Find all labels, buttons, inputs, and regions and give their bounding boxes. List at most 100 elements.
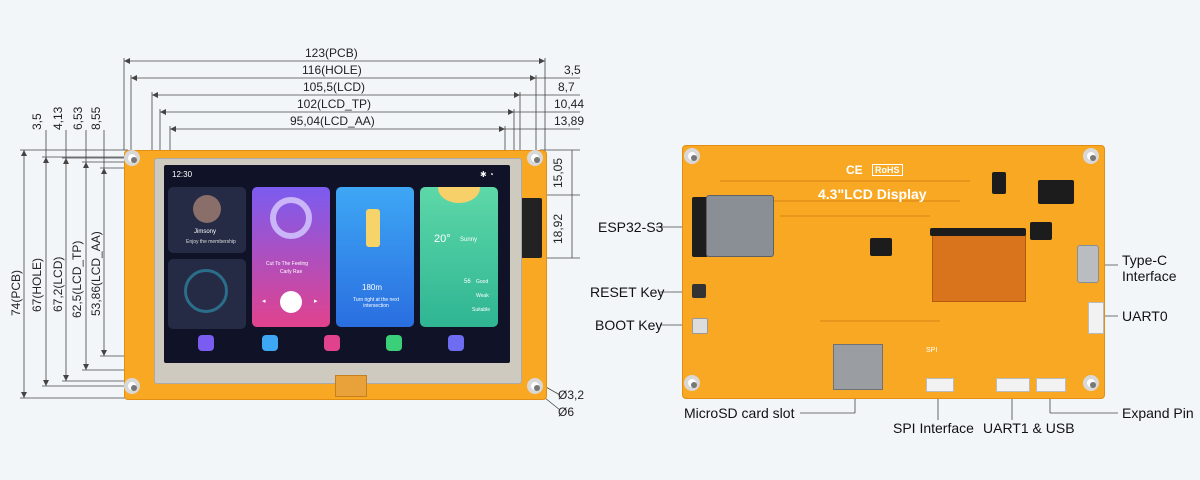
callout-expand: Expand Pin <box>1122 405 1194 421</box>
air-quality: Good <box>476 279 489 285</box>
ic-small <box>870 238 892 256</box>
callout-microsd: MicroSD card slot <box>684 405 795 421</box>
ce-mark: CE <box>846 163 863 177</box>
song-title: Cut To The Feeling <box>266 261 309 267</box>
prev-icon[interactable]: ◂ <box>262 298 266 305</box>
back-hole-br <box>1083 375 1099 391</box>
dim-lcd-aa-height: 53,86(LCD_AA) <box>89 231 103 316</box>
dim-hole-height: 67(HOLE) <box>30 257 44 312</box>
spi-silk-label: SPI <box>926 347 938 354</box>
dim-right-offset-1: 3,5 <box>564 63 581 77</box>
dim-side-offset-2: 18,92 <box>551 213 565 244</box>
nav-hint: Turn right at the next intersection <box>353 297 399 309</box>
status-time: 12:30 <box>172 170 193 179</box>
board-title: 4.3"LCD Display <box>818 186 927 202</box>
esp32-pin-header <box>692 197 708 257</box>
dim-side-offset-1: 15,05 <box>551 157 565 188</box>
dim-right-offset-4: 13,89 <box>554 114 585 128</box>
dock-voice-icon[interactable] <box>198 335 214 351</box>
dim-lcd-tp-width: 102(LCD_TP) <box>297 97 372 111</box>
navigation-card: 180m Turn right at the next intersection <box>336 187 414 327</box>
dock-music-icon[interactable] <box>324 335 340 351</box>
dim-hole-outer-diameter: Ø6 <box>558 405 575 419</box>
song-artist: Carly Rae <box>280 269 303 275</box>
callout-typec-line1: Type-C <box>1122 252 1168 268</box>
nav-distance: 180m <box>362 283 383 292</box>
uart1-connector <box>996 378 1030 392</box>
callout-esp32: ESP32-S3 <box>598 219 664 235</box>
expand-connector <box>1036 378 1066 392</box>
dim-top-offset-4: 8,55 <box>89 106 103 130</box>
type-c-port <box>1077 245 1099 283</box>
profile-card: Jimsony Enjoy the membership <box>168 187 246 253</box>
mount-hole-tr <box>527 150 543 166</box>
back-hole-tr <box>1083 148 1099 164</box>
trace <box>760 200 960 202</box>
dim-hole-width: 116(HOLE) <box>302 63 362 77</box>
dim-top-offset-1: 3,5 <box>30 113 44 130</box>
weather-card: 20° Sunny 56 Good Weak Suitable <box>420 187 498 327</box>
profile-name: Jimsony <box>194 229 217 235</box>
dim-lcd-tp-height: 62,5(LCD_TP) <box>70 240 84 318</box>
spi-connector <box>926 378 954 392</box>
mount-hole-tl <box>124 150 140 166</box>
back-hole-tl <box>684 148 700 164</box>
play-button[interactable] <box>280 291 302 313</box>
callout-uart1: UART1 & USB <box>983 420 1075 436</box>
clock-dial <box>184 269 228 313</box>
dim-lcd-height: 67,2(LCD) <box>51 256 65 312</box>
trace <box>780 215 930 217</box>
dim-pcb-width: 123(PCB) <box>305 46 358 60</box>
fpc-connector <box>930 228 1026 236</box>
trace <box>820 320 940 322</box>
flex-cable <box>932 232 1026 302</box>
headphones-icon <box>270 197 312 239</box>
rohs-mark: RoHS <box>872 164 903 176</box>
touch-flex-cable <box>335 375 367 397</box>
uart0-connector <box>1088 302 1104 334</box>
temperature: 20° <box>434 233 451 245</box>
callout-spi: SPI Interface <box>893 420 974 436</box>
profile-subtitle: Enjoy the membership <box>186 239 236 245</box>
dim-right-offset-3: 10,44 <box>554 97 585 111</box>
microsd-slot <box>833 344 883 390</box>
back-pcb <box>682 145 1105 399</box>
reset-button <box>692 284 706 298</box>
ic-small-2 <box>1030 222 1052 240</box>
trace <box>720 180 970 182</box>
callout-typec-line2: Interface <box>1122 268 1177 284</box>
wind-value: Weak <box>476 293 489 299</box>
weather-condition: Sunny <box>460 237 478 243</box>
boot-button <box>692 318 708 334</box>
dim-lcd-width: 105,5(LCD) <box>303 80 366 94</box>
dim-hole-diameter: Ø3,2 <box>558 388 585 402</box>
next-icon[interactable]: ▸ <box>314 298 318 305</box>
dim-right-offset-2: 8,7 <box>558 80 575 94</box>
callout-uart0: UART0 <box>1122 308 1168 324</box>
sun-icon <box>438 187 480 203</box>
avatar <box>193 195 221 223</box>
mount-hole-bl <box>124 378 140 394</box>
dock-phone-icon[interactable] <box>386 335 402 351</box>
mount-hole-br <box>527 378 543 394</box>
back-hole-bl <box>684 375 700 391</box>
air-value: 56 <box>464 279 471 285</box>
dim-top-offset-3: 6,53 <box>71 106 85 130</box>
wifi-icon: ✱ ◔ <box>480 170 494 179</box>
dim-top-offset-2: 4,13 <box>51 106 65 130</box>
rating: Suitable <box>472 307 491 313</box>
front-connector <box>520 198 542 258</box>
dock-settings-icon[interactable] <box>448 335 464 351</box>
route-arrow-icon <box>366 209 380 247</box>
clock-card <box>168 259 246 329</box>
music-card: Cut To The Feeling Carly Rae ◂ ▸ <box>252 187 330 327</box>
dim-pcb-height: 74(PCB) <box>9 269 23 316</box>
ic-chip <box>1038 180 1074 204</box>
dock-nav-icon[interactable] <box>262 335 278 351</box>
esp32-module <box>706 195 774 257</box>
transistor <box>992 172 1006 194</box>
callout-reset: RESET Key <box>590 284 665 300</box>
callout-boot: BOOT Key <box>595 317 663 333</box>
lcd-screen: 12:30 ✱ ◔ Jimsony Enjoy the membership C… <box>164 165 510 363</box>
dim-lcd-aa-width: 95,04(LCD_AA) <box>290 114 375 128</box>
